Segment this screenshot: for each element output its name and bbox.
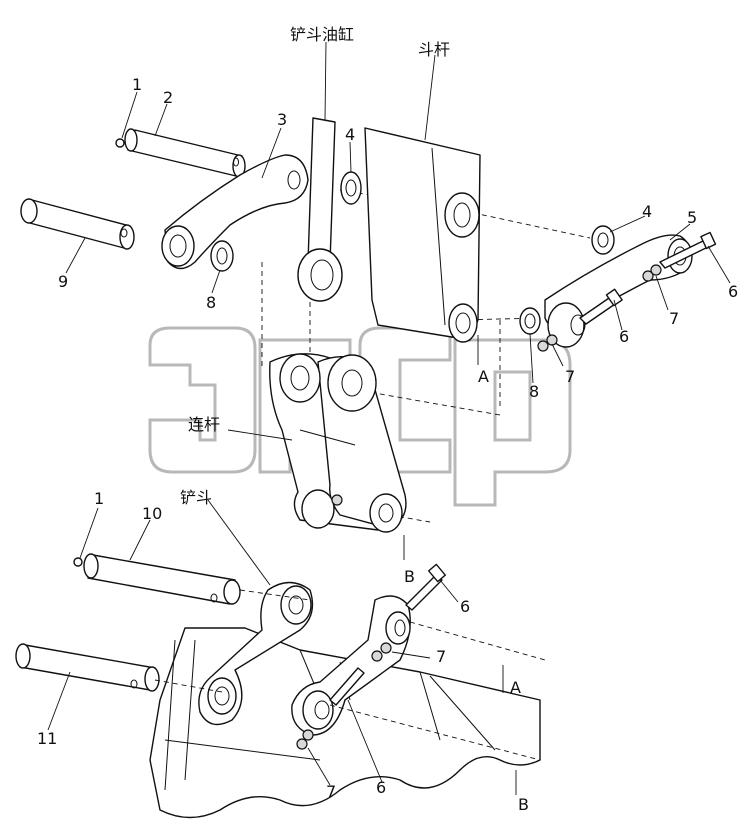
label-bucket-cylinder: 铲斗油缸 — [290, 25, 354, 44]
callout-8: 8 — [206, 293, 216, 312]
washer-8-left — [210, 240, 234, 272]
bolt-6-top — [659, 231, 717, 269]
callout-4: 4 — [345, 125, 355, 144]
callout-5: 5 — [687, 208, 697, 227]
washer-4-left — [340, 171, 362, 205]
pin-9 — [20, 198, 135, 250]
label-bucket: 铲斗 — [180, 488, 212, 507]
callout-6: 6 — [376, 778, 386, 797]
label-stick: 斗杆 — [418, 40, 450, 59]
nuts-7-bottom — [296, 642, 392, 750]
section-mark-a: A — [478, 367, 489, 386]
callout-7: 7 — [565, 367, 575, 386]
callout-9: 9 — [58, 272, 68, 291]
grease-fitting-1-bottom — [73, 557, 83, 567]
stick — [364, 127, 481, 343]
section-mark-a: A — [510, 678, 521, 697]
callout-2: 2 — [163, 88, 173, 107]
section-mark-b: B — [518, 795, 529, 814]
washer-8-right — [519, 307, 541, 335]
bolt-6-bottom-lower — [329, 667, 365, 706]
callout-3: 3 — [277, 110, 287, 129]
washer-4-right — [591, 225, 615, 255]
callout-7: 7 — [326, 782, 336, 801]
bucket-cylinder-rod — [297, 117, 343, 302]
label-link: 连杆 — [188, 415, 220, 434]
callout-6: 6 — [460, 597, 470, 616]
pin-10 — [83, 553, 241, 605]
callout-11: 11 — [37, 729, 57, 748]
pin-2 — [124, 128, 246, 178]
callout-7: 7 — [436, 647, 446, 666]
section-mark-b: B — [404, 567, 415, 586]
link-arm-3 — [161, 154, 309, 270]
grease-fitting-1 — [115, 138, 125, 148]
bolt-6-middle — [579, 288, 623, 325]
callout-1: 1 — [132, 75, 142, 94]
callout-1: 1 — [94, 489, 104, 508]
bolt-6-bottom-upper — [405, 563, 447, 611]
nuts-7-top — [537, 264, 662, 352]
bucket-ear-left — [198, 581, 314, 726]
connecting-rod — [269, 353, 407, 533]
link-arm-5 — [544, 234, 693, 348]
bucket — [149, 627, 541, 819]
callout-4: 4 — [642, 202, 652, 221]
callout-6: 6 — [728, 282, 738, 301]
callout-8: 8 — [529, 382, 539, 401]
callout-7: 7 — [669, 309, 679, 328]
callout-10: 10 — [142, 504, 162, 523]
callout-6: 6 — [619, 327, 629, 346]
pin-11 — [15, 643, 160, 692]
